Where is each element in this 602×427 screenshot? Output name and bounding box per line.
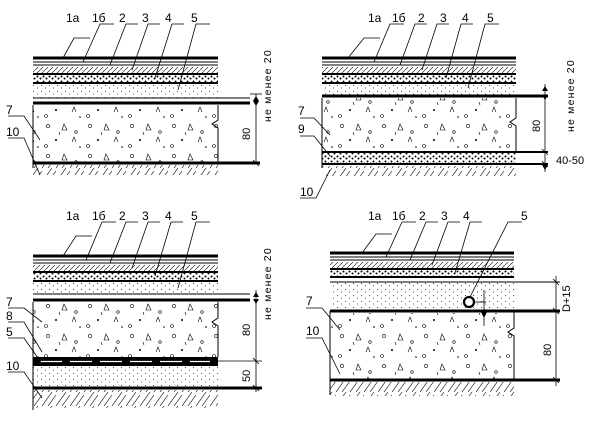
dimension-label: 80 bbox=[241, 128, 253, 140]
side-label: 7 bbox=[6, 103, 13, 117]
side-label: 7 bbox=[6, 295, 13, 309]
layer-label: 3 bbox=[440, 11, 447, 25]
panel-bottom-left: 1а 1б 2 3 4 5 7 8 5 10 80 50 не менее 20 bbox=[6, 209, 274, 410]
layer-label: 2 bbox=[119, 11, 126, 25]
layer-label: 5 bbox=[521, 209, 528, 223]
side-label: 10 bbox=[300, 185, 314, 199]
concrete-base bbox=[322, 98, 516, 152]
layer-label: 3 bbox=[441, 209, 448, 223]
dimension-label: 40-50 bbox=[556, 155, 584, 167]
dimension-lines bbox=[552, 276, 560, 386]
layer-label: 4 bbox=[165, 11, 172, 25]
side-label: 10 bbox=[6, 359, 20, 373]
side-label: 7 bbox=[298, 104, 305, 118]
layer-label: 1б bbox=[92, 11, 106, 25]
dimension-label: 80 bbox=[542, 344, 554, 356]
finish-layers bbox=[33, 254, 250, 302]
gravel-layer bbox=[322, 152, 516, 164]
leader-lines bbox=[8, 23, 210, 176]
layer-label: 2 bbox=[119, 209, 126, 223]
layer-label: 1а bbox=[66, 11, 80, 25]
leader-lines bbox=[8, 221, 210, 399]
layer-label: 1а bbox=[368, 209, 382, 223]
ground bbox=[330, 382, 514, 396]
dimension-label: 80 bbox=[241, 324, 253, 336]
side-label: 8 bbox=[6, 309, 13, 323]
screed-layer bbox=[330, 283, 514, 311]
panel-top-right: 1а 1б 2 3 4 5 7 9 10 80 40-50 не менее 2… bbox=[298, 11, 584, 199]
finish-layers bbox=[330, 251, 560, 283]
layer-label: 5 bbox=[191, 209, 198, 223]
waterproof-layer bbox=[33, 357, 262, 366]
sand-layer bbox=[33, 367, 218, 387]
side-label: 7 bbox=[306, 294, 313, 308]
layer-label: 5 bbox=[191, 11, 198, 25]
ground bbox=[33, 165, 218, 175]
layer-label: 2 bbox=[418, 11, 425, 25]
dimension-lines bbox=[541, 84, 549, 172]
layer-label: 1б bbox=[392, 209, 406, 223]
panel-top-left: 1а 1б 2 3 4 5 7 10 80 не менее 20 bbox=[6, 11, 274, 176]
vertical-note: не менее 20 bbox=[262, 247, 274, 320]
layer-label: 2 bbox=[419, 209, 426, 223]
dimension-label: 50 bbox=[241, 370, 253, 382]
side-label: 5 bbox=[6, 325, 13, 339]
dimension-label: D+15 bbox=[561, 285, 573, 312]
concrete-base bbox=[33, 105, 218, 162]
ground bbox=[33, 390, 218, 408]
layer-label: 5 bbox=[487, 11, 494, 25]
dimension-lines bbox=[252, 290, 260, 392]
layer-label: 4 bbox=[462, 11, 469, 25]
layer-label: 3 bbox=[142, 11, 149, 25]
vertical-note: не менее 20 bbox=[565, 59, 577, 132]
side-label: 10 bbox=[306, 324, 320, 338]
dimension-lines bbox=[250, 93, 262, 167]
finish-layers bbox=[322, 56, 548, 98]
ground bbox=[322, 166, 516, 176]
layer-label: 1б bbox=[392, 11, 406, 25]
dimension-label: 80 bbox=[531, 120, 543, 132]
layer-label: 4 bbox=[463, 209, 470, 223]
side-label: 9 bbox=[298, 122, 305, 136]
panel-bottom-right: 1а 1б 2 3 4 5 7 10 D+15 80 bbox=[306, 209, 573, 396]
leader-lines bbox=[300, 23, 499, 199]
layer-label: 1а bbox=[66, 209, 80, 223]
finish-layers bbox=[33, 56, 250, 105]
pipe-6 bbox=[462, 290, 487, 326]
layer-label: 1б bbox=[92, 209, 106, 223]
layer-label: 3 bbox=[142, 209, 149, 223]
layer-label: 1а bbox=[368, 11, 382, 25]
side-label: 10 bbox=[6, 125, 20, 139]
layer-label: 4 bbox=[165, 209, 172, 223]
concrete-base bbox=[330, 313, 514, 379]
concrete-base bbox=[33, 302, 218, 357]
vertical-note: не менее 20 bbox=[262, 49, 274, 122]
leader-lines bbox=[306, 221, 522, 375]
